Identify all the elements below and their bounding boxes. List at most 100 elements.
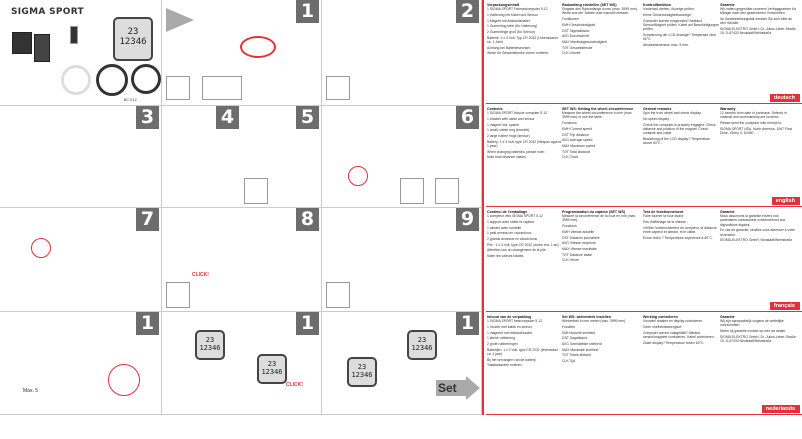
- section-heading: Kontrollfunktion: [643, 3, 671, 7]
- magnet-thumb: [166, 282, 190, 308]
- paragraph: SIGMA-ELEKTRO GmbH, Dr.-Julius-Leber-Str…: [720, 27, 796, 36]
- sensor-thumb: [244, 178, 268, 204]
- speed-readout: 23: [205, 336, 215, 344]
- speed-readout: 23: [357, 363, 367, 371]
- paragraph: 2 Gummiringe groß (für Sensor): [487, 30, 536, 35]
- sensor-thumb: [400, 178, 424, 204]
- paragraph: KMH Geschwindigkeit: [562, 22, 596, 27]
- paragraph: KMH Actuele snelheid: [562, 330, 596, 335]
- paragraph: 1 Gummiring klein (für Halterung): [487, 24, 538, 29]
- paragraph: MAX Maximum speed: [562, 143, 596, 148]
- paragraph: 1 houder met kabel en sensor: [487, 324, 532, 329]
- paragraph: Totaalwaarden noteren.: [487, 363, 523, 368]
- section-heading: Inhoud van de verpakking: [487, 315, 532, 319]
- language-tag: français: [769, 302, 800, 310]
- paragraph: Abstandstoleranz: max. 5 mm.: [643, 42, 689, 47]
- paragraph: Note total distance values.: [487, 155, 527, 160]
- step-4-5-panel: 4 5: [162, 106, 322, 208]
- paragraph: Check the computer is properly engaged. …: [643, 122, 716, 136]
- arrow-right-icon: [466, 376, 480, 400]
- paragraph: Vérifier l'enclenchement du compteur, la…: [643, 225, 717, 234]
- step-number: 8: [296, 208, 319, 231]
- step-number: 1: [136, 312, 159, 335]
- click-label: CLICK!: [192, 272, 209, 278]
- bracket-thumb: [326, 76, 350, 100]
- highlight-circle: [108, 364, 140, 396]
- speed-readout: 23: [267, 360, 277, 368]
- section-heading: Set WS: wielomtrek instellen: [562, 315, 611, 319]
- paragraph: 1 SIGMA SPORT fietscomputer 5.12: [487, 319, 542, 324]
- section-heading: Contenu de l'emballage: [487, 210, 528, 214]
- paragraph: Vorderrad drehen, Anzeige prüfen.: [643, 7, 695, 12]
- step-number: 1: [456, 312, 479, 335]
- paragraph: Keine Geschwindigkeitsanzeige:: [643, 12, 692, 17]
- paragraph: SIGMA-ELEKTRO GmbH, Neustadt/Weinstraße: [720, 238, 793, 243]
- section-heading: Garantie: [720, 210, 735, 214]
- paragraph: Fonctions: [562, 224, 577, 229]
- rubber-ring-red: [240, 36, 276, 58]
- step-number: 1: [296, 312, 319, 335]
- rubber-ring-large: [131, 64, 161, 94]
- paragraph: 2 large rubber rings (sensor): [487, 134, 530, 139]
- section-heading: Test de fonctionnement: [643, 210, 684, 214]
- ring-thumb: [435, 178, 459, 204]
- paragraph: CLK Tijd: [562, 359, 575, 364]
- click-label: CLICK!: [286, 382, 303, 388]
- step-6-panel: 6: [322, 106, 482, 208]
- paragraph: Measure the wheel circumference in mm (m…: [562, 111, 633, 120]
- paragraph: MAX Vitesse maximale: [562, 246, 597, 251]
- paragraph: TOT Totale afstand: [562, 353, 591, 358]
- distance-readout: 12346: [119, 37, 147, 47]
- step-10-panel: Max. 5 1: [0, 312, 162, 415]
- paragraph: Attention lors du changement de la pile …: [487, 248, 548, 253]
- step-number: 3: [136, 106, 159, 129]
- speed-readout: 23: [417, 336, 427, 344]
- paragraph: Computer correct vastgeklikt? Afstand se…: [643, 330, 715, 339]
- section-heading: Contents: [487, 107, 503, 111]
- paragraph: En cas de garantie, veuillez vous adress…: [720, 228, 796, 237]
- paragraph: No speed display:: [643, 116, 670, 121]
- paragraph: Schwärzung der LCD-Anzeige? Temperatur ü…: [643, 32, 717, 41]
- contents-panel: SIGMA SPORT 23 12346 BC 5.12: [0, 0, 162, 106]
- section-heading: Garantie: [720, 315, 735, 319]
- distance-readout: 12346: [261, 368, 283, 376]
- paragraph: Faire tourner la roue avant.: [643, 214, 684, 219]
- step-number: 1: [296, 0, 319, 23]
- paragraph: TOT Distance totale: [562, 252, 593, 257]
- paragraph: 1 aimant avec rondelle: [487, 225, 522, 230]
- divider: [482, 0, 484, 415]
- paragraph: Batterijen: 1 x 3 Volt, type CR 2032 (le…: [487, 347, 559, 356]
- highlight-circle: [31, 238, 51, 258]
- paragraph: Voorwiel draaien en display controleren.: [643, 319, 704, 324]
- paragraph: CLK Clock: [562, 155, 579, 160]
- step-3-panel: 3: [0, 106, 162, 208]
- paragraph: 1 support avec câble et capteur: [487, 219, 535, 224]
- bracket-illustration: [12, 32, 32, 54]
- section-heading: SET WS: Setting the wheel circumference: [562, 107, 634, 111]
- step-number: 7: [136, 208, 159, 231]
- step-number: 6: [456, 106, 479, 129]
- rubber-ring-small: [61, 65, 91, 95]
- paragraph: Functions: [562, 121, 577, 126]
- paragraph: Wielomtrek in mm meten (max. 3999 mm).: [562, 319, 627, 324]
- section-heading: Programmation du capteur (SET WS): [562, 210, 626, 214]
- set-arrow-icon: [436, 380, 466, 396]
- paragraph: SIGMA-ELEKTRO GmbH, Dr.-Julius-Leber-Str…: [720, 334, 796, 344]
- paragraph: AVG Vitesse moyenne: [562, 241, 596, 246]
- paragraph: 1 bracket with cable and sensor: [487, 116, 535, 121]
- paragraph: 1 magneet met afstandhouder: [487, 330, 533, 335]
- paragraph: 1 SIGMA SPORT bicycle computer 5.12: [487, 111, 547, 116]
